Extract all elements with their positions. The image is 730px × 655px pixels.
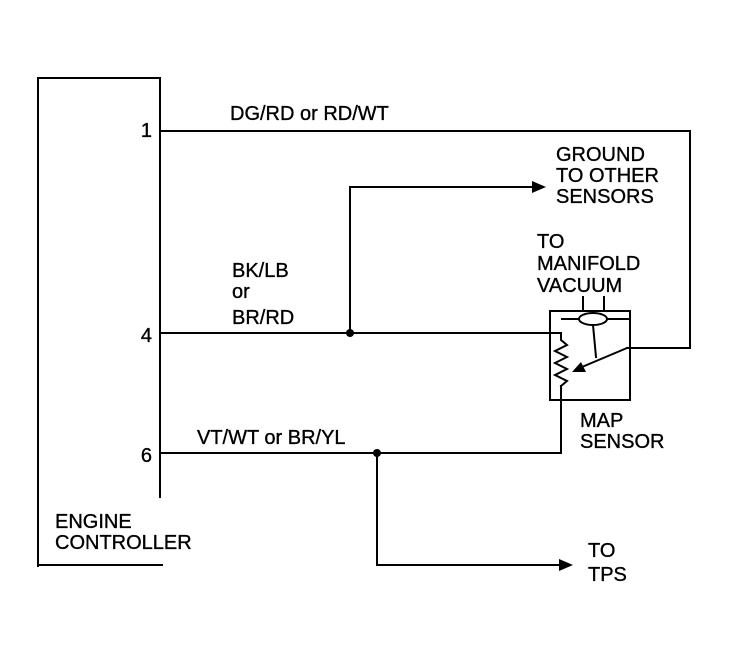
engine-controller: ENGINE CONTROLLER 1 4 6 <box>37 77 192 567</box>
ground-label-line2: TO OTHER <box>556 165 659 187</box>
engine-controller-label-line2: CONTROLLER <box>55 532 192 554</box>
manifold-vacuum-label-line2: MANIFOLD <box>537 253 640 275</box>
map-sensor-housing <box>549 310 631 401</box>
tps-label-line1: TO <box>588 540 615 562</box>
arrowhead-tps <box>559 559 573 571</box>
pin4-circuit: BK/LB or BR/RD GROUND TO OTHER SENSORS <box>159 144 659 337</box>
map-sensor-label-line1: MAP <box>580 410 623 432</box>
pin-label-4: 4 <box>141 325 152 347</box>
wire-pin1-color-code: DG/RD or RD/WT <box>230 103 389 125</box>
wire-pin4-color-code-line2: or <box>232 281 250 303</box>
pin1-circuit: DG/RD or RD/WT <box>159 103 691 349</box>
ground-label-line1: GROUND <box>556 144 645 166</box>
potentiometer-resistor <box>552 332 570 388</box>
wire-tps-branch <box>376 452 561 566</box>
diaphragm <box>578 312 608 326</box>
tps-label-line2: TPS <box>588 564 627 586</box>
engine-controller-label-line1: ENGINE <box>55 511 132 533</box>
wiper-arrow-shaft <box>580 346 629 369</box>
ground-label-line3: SENSORS <box>556 186 654 208</box>
wiper-arrowhead <box>572 362 586 372</box>
map-sensor: TO MANIFOLD VACUUM MAP SENSOR <box>537 231 665 453</box>
wire-pin6-color-code: VT/WT or BR/YL <box>197 427 346 449</box>
pin-label-6: 6 <box>141 445 152 467</box>
arrowhead-ground <box>532 181 546 193</box>
engine-controller-box <box>37 77 161 567</box>
wire-pin1 <box>159 130 691 349</box>
map-sensor-label-line2: SENSOR <box>580 431 664 453</box>
manifold-vacuum-label-line3: VACUUM <box>537 275 622 297</box>
manifold-vacuum-label-line1: TO <box>537 231 564 253</box>
pin-label-1: 1 <box>141 120 152 142</box>
pin6-circuit: VT/WT or BR/YL TO TPS <box>159 385 627 586</box>
wiper-linkage <box>591 323 598 359</box>
wire-ground-branch <box>349 186 535 334</box>
wire-pin4-color-code-line1: BK/LB <box>232 260 289 282</box>
wire-pin6 <box>159 385 562 454</box>
wire-pin4-color-code-line3: BR/RD <box>232 307 294 329</box>
